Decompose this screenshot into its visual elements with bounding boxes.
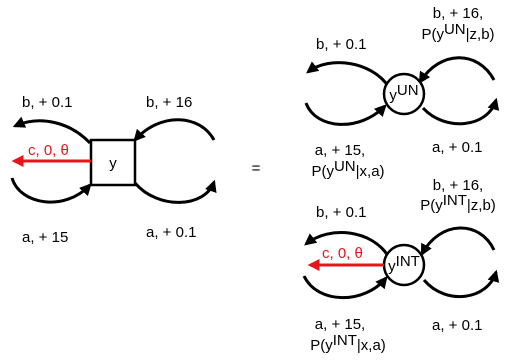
tr-right-top-line1: b, + 16, xyxy=(433,5,483,22)
br-arrow-label: c, 0, θ xyxy=(322,245,363,262)
left-state-label: y xyxy=(109,155,117,172)
left-loop-bottom-left xyxy=(10,177,92,204)
left-arrow-label: c, 0, θ xyxy=(28,142,69,159)
tr-loop-top-left xyxy=(306,61,390,87)
tr-left-bottom-line1: a, + 15, xyxy=(315,142,365,159)
br-right-top-line2: P(yINT|z,b) xyxy=(420,192,496,214)
left-loop-bottom-right xyxy=(133,179,217,204)
tr-state-node xyxy=(382,72,426,116)
br-loop-bottom-right xyxy=(422,269,500,299)
left-top-left-label: b, + 0.1 xyxy=(22,94,72,111)
tr-left-top-label: b, + 0.1 xyxy=(316,36,366,53)
br-right-bottom-label: a, + 0.1 xyxy=(432,317,482,334)
left-bottom-right-label: a, + 0.1 xyxy=(146,224,196,241)
tr-right-bottom-label: a, + 0.1 xyxy=(432,139,482,156)
tr-left-bottom-line2: P(yUN|x,a) xyxy=(311,158,384,180)
tr-loop-bottom-right xyxy=(421,97,500,126)
tr-loop-top-right xyxy=(418,56,496,85)
tr-right-top-line2: P(yUN|z,b) xyxy=(421,21,494,43)
tr-loop-bottom-left xyxy=(304,102,387,126)
br-state-label: yINT xyxy=(388,253,420,275)
left-diagram: b, + 0.1 b, + 16 a, + 15 a, + 0.1 y c, 0… xyxy=(10,94,217,246)
left-bottom-left-label: a, + 15 xyxy=(22,229,68,246)
br-right-top-line1: b, + 16, xyxy=(433,177,483,194)
br-loop-top-left xyxy=(304,231,390,257)
bottom-right-diagram: b, + 0.1 b, + 16, P(yINT|z,b) a, + 15, P… xyxy=(302,177,500,354)
left-top-right-label: b, + 16 xyxy=(146,94,192,111)
top-right-diagram: b, + 0.1 b, + 16, P(yUN|z,b) a, + 15, P(… xyxy=(304,5,500,180)
equals-sign: = xyxy=(252,160,261,177)
br-left-bottom-line2: P(yINT|x,a) xyxy=(310,332,386,354)
left-loop-top-right xyxy=(133,118,216,142)
br-loop-top-right xyxy=(420,226,496,257)
br-left-top-label: b, + 0.1 xyxy=(316,204,366,221)
tr-state-label: yUN xyxy=(389,82,418,104)
br-left-bottom-line1: a, + 15, xyxy=(315,316,365,333)
br-loop-bottom-left xyxy=(302,275,388,299)
left-loop-top-left xyxy=(12,116,92,145)
